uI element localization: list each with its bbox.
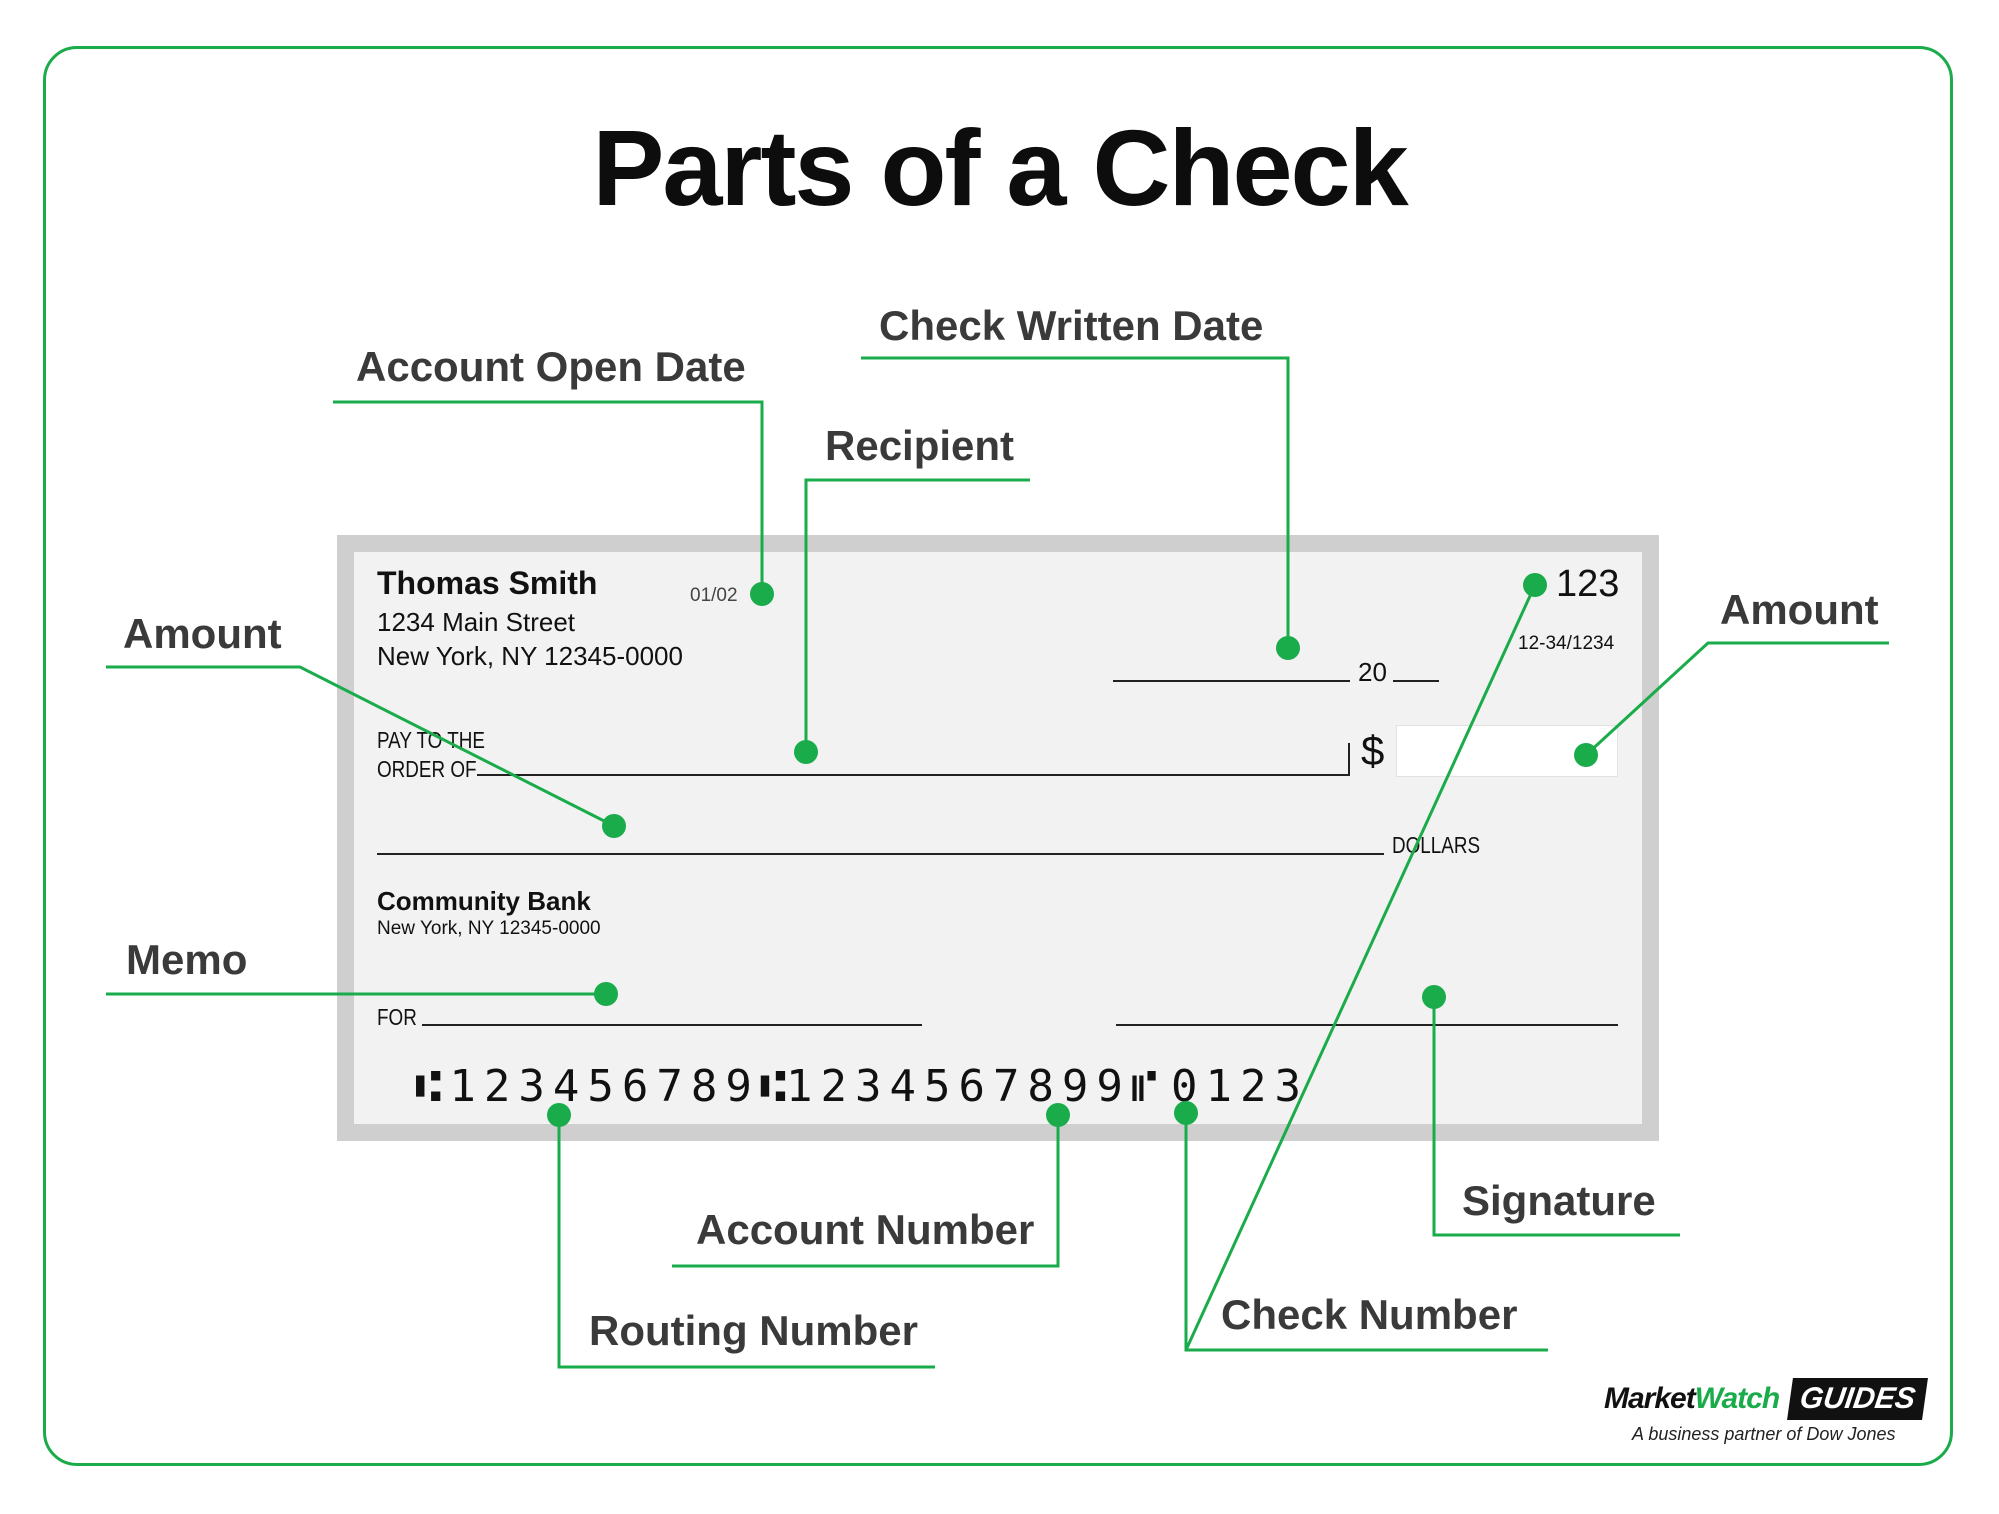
amount-right-dot [1574, 743, 1598, 767]
pay-to-label-line1: PAY TO THE [377, 727, 485, 753]
label-check-number: Check Number [1221, 1291, 1518, 1338]
fraction-code: 12-34/1234 [1518, 633, 1615, 654]
marketwatch-guides-logo: MarketWatch GUIDES [1604, 1378, 1930, 1424]
payee-line [477, 774, 1350, 776]
routing-number-dot [547, 1103, 571, 1127]
written-amount-line [377, 853, 1384, 855]
memo-label: FOR [377, 1004, 417, 1030]
check-written-date-dot [1276, 636, 1300, 660]
amount-left-callout [106, 665, 615, 828]
label-account-number: Account Number [696, 1206, 1035, 1253]
diagram-frame [43, 46, 1953, 1466]
check-number-top: 123 [1556, 563, 1620, 605]
label-memo: Memo [126, 936, 248, 983]
check [354, 552, 1642, 1124]
logo-guides: GUIDES [1787, 1378, 1928, 1420]
label-routing-number: Routing Number [589, 1307, 918, 1354]
check-number-top-dot [1523, 573, 1547, 597]
routing-number-callout [557, 1115, 935, 1369]
owner-name: Thomas Smith [377, 565, 598, 601]
account-open-date-value: 01/02 [690, 585, 738, 606]
logo-market: Market [1604, 1382, 1696, 1415]
account-number-dot [1046, 1103, 1070, 1127]
check-number-bottom-dot [1174, 1101, 1198, 1125]
dollar-sign: $ [1361, 727, 1385, 774]
label-amount-right: Amount [1720, 586, 1879, 633]
account-open-date-callout [333, 400, 764, 594]
micr-account: 1234567899⑈ [786, 1061, 1166, 1112]
signature-line [1116, 1024, 1618, 1026]
logo-tagline: A business partner of Dow Jones [1632, 1424, 1896, 1444]
recipient-callout [804, 478, 1030, 752]
logo-wordmark: MarketWatch [1604, 1382, 1780, 1416]
date-line [1113, 680, 1350, 682]
label-account-open-date: Account Open Date [356, 343, 746, 390]
recipient-dot [794, 740, 818, 764]
bank-name: Community Bank [377, 886, 591, 916]
check-number-callout-diagonal [1184, 584, 1537, 1351]
memo-line [422, 1024, 922, 1026]
date-year-prefix: 20 [1358, 657, 1387, 687]
page-title: Parts of a Check [592, 107, 1408, 228]
memo-dot [594, 982, 618, 1006]
check-written-date-callout [861, 356, 1290, 648]
pay-to-label-line2: ORDER OF [377, 756, 477, 782]
label-signature: Signature [1462, 1177, 1656, 1224]
owner-street: 1234 Main Street [377, 607, 576, 637]
bank-city: New York, NY 12345-0000 [377, 918, 601, 939]
account-number-callout [672, 1115, 1060, 1268]
label-amount-left: Amount [123, 610, 282, 657]
logo-watch: Watch [1694, 1382, 1780, 1415]
label-recipient: Recipient [825, 422, 1015, 469]
label-check-written-date: Check Written Date [879, 302, 1264, 349]
payee-line-end [1348, 743, 1350, 776]
owner-city: New York, NY 12345-0000 [377, 641, 683, 671]
amount-left-dot [602, 814, 626, 838]
dollars-label: DOLLARS [1392, 832, 1481, 858]
amount-right-callout [1584, 641, 1889, 757]
date-year-line [1393, 680, 1439, 682]
micr-routing: ⑆123456789⑆ [415, 1061, 795, 1112]
account-open-date-dot [750, 582, 774, 606]
signature-callout [1432, 997, 1680, 1237]
signature-dot [1422, 985, 1446, 1009]
